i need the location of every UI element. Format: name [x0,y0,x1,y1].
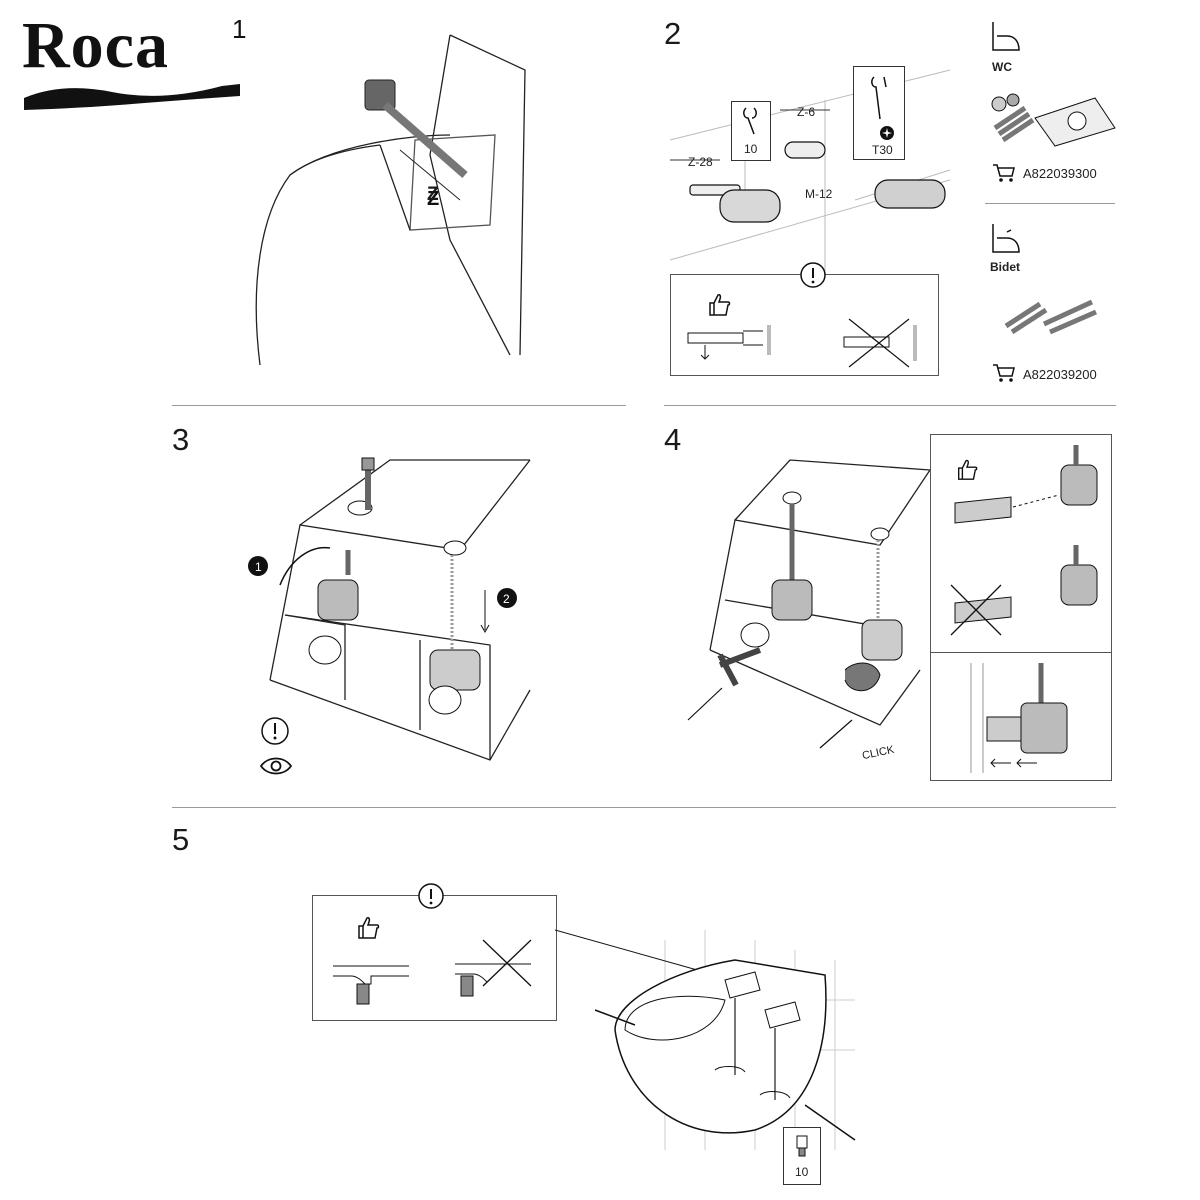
wrench-size-box: 10 [783,1127,821,1185]
wrench-icon [743,107,757,135]
thread-m12-label: M-12 [805,187,833,201]
torx-icon [880,126,894,140]
dimension-z-label: Z [427,188,439,210]
correct-screw-diagram [333,965,409,1005]
page-number: 1 [232,14,247,44]
thumbs-up-icon [709,294,731,316]
brand-name: Roca [22,9,169,82]
svg-text:1: 1 [255,560,262,574]
roca-logo: Roca [22,9,254,110]
eye-icon [259,757,293,775]
kit-wc-label: WC [992,60,1012,74]
bidet-icon [992,224,1020,253]
step-3-number: 3 [172,422,190,457]
step-4-number: 4 [664,422,682,457]
warning-icon [800,262,826,288]
step-4-illustration [687,459,930,749]
warning-icon [418,883,444,909]
kit-bidet-label: Bidet [990,260,1020,274]
step-5-callout [312,883,557,1021]
step-4-detail-panel [930,434,1112,781]
bidet-kit-parts [1004,299,1097,335]
correct-fit-diagram [954,445,1098,524]
step-3-illustration [269,457,531,761]
step-2-illustration [669,69,951,275]
gap-detail-diagram [970,663,1068,773]
incorrect-bolt-diagram [843,318,917,368]
cart-icon [993,164,1015,182]
step-5-illustration [555,929,856,1150]
wc-icon [992,22,1020,51]
kits-divider [985,203,1115,204]
dimension-z6-label: Z-6 [797,105,815,119]
thumbs-up-icon [358,917,380,939]
torque-wrench-icon [871,76,887,120]
step-2-callout [670,262,939,376]
socket-icon [796,1135,808,1157]
step-2-number: 2 [664,16,682,51]
section-divider [172,807,1116,808]
svg-text:2: 2 [503,592,510,606]
kit-wc-code: A822039300 [1023,166,1097,181]
step-1-marker-icon: 1 [248,556,268,576]
step-1-illustration: Z [255,34,526,366]
wrench-size-label: 10 [795,1165,809,1179]
section-divider [664,405,1116,406]
step-5-number: 5 [172,822,190,857]
dimension-z28-label: Z-28 [688,155,713,169]
correct-bolt-diagram [687,325,771,360]
incorrect-screw-diagram [455,939,532,997]
warning-icon [261,717,289,745]
step-1-z-label: Z [427,184,439,205]
wc-kit-parts [991,93,1116,147]
step-2-marker-icon: 2 [497,588,517,608]
incorrect-fit-diagram [950,545,1098,636]
logo-wave-icon [24,84,240,110]
wrench-size-box: 10 [731,101,771,161]
panel-divider [931,652,1111,653]
thumbs-up-icon [958,459,978,480]
kit-bidet-code: A822039200 [1023,367,1097,382]
wrench-size-label: 10 [744,142,758,156]
torx-tool-box: T30 [853,66,905,160]
section-divider [172,405,626,406]
torx-size-label: T30 [872,143,893,157]
cart-icon [993,364,1015,382]
